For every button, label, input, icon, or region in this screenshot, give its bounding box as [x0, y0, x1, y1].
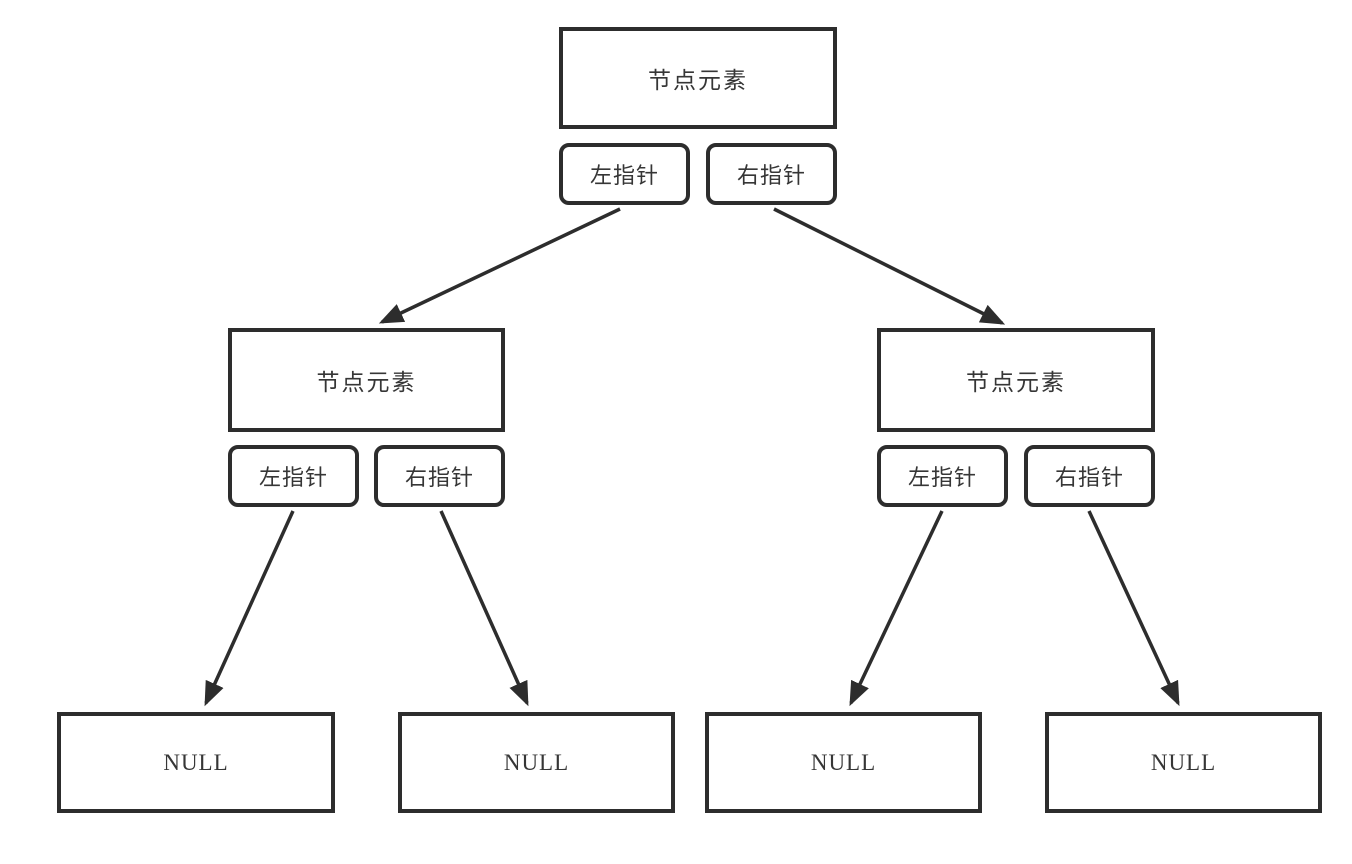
- right-child-right-pointer-label: 右指针: [1054, 465, 1124, 490]
- null-leaf-1-label: NULL: [163, 749, 229, 775]
- null-leaf-4: NULL: [1045, 712, 1322, 813]
- root-left-pointer-label: 左指针: [589, 163, 659, 188]
- root-node-label: 节点元素: [648, 68, 748, 93]
- left-child-node: 节点元素 左指针 右指针: [228, 328, 505, 507]
- right-child-pointer-row: 左指针 右指针: [877, 445, 1155, 507]
- right-child-right-pointer-box: 右指针: [1024, 445, 1155, 507]
- root-node: 节点元素 左指针 右指针: [559, 27, 837, 205]
- null-leaf-2: NULL: [398, 712, 675, 813]
- left-child-left-pointer-box: 左指针: [228, 445, 359, 507]
- root-node-box: 节点元素: [559, 27, 837, 129]
- null-leaf-3: NULL: [705, 712, 982, 813]
- root-pointer-row: 左指针 右指针: [559, 143, 837, 205]
- left-child-right-pointer-box: 右指针: [374, 445, 505, 507]
- right-child-node: 节点元素 左指针 右指针: [877, 328, 1155, 507]
- root-right-pointer-label: 右指针: [736, 163, 806, 188]
- arrow-root-right: [773, 207, 1006, 325]
- right-child-left-pointer-label: 左指针: [907, 465, 977, 490]
- right-child-node-box: 节点元素: [877, 328, 1155, 432]
- right-child-left-pointer-box: 左指针: [877, 445, 1008, 507]
- null-leaf-1: NULL: [57, 712, 335, 813]
- left-child-pointer-row: 左指针 右指针: [228, 445, 505, 507]
- root-right-pointer-box: 右指针: [706, 143, 837, 205]
- null-leaf-2-label: NULL: [503, 749, 570, 775]
- left-child-node-box: 节点元素: [228, 328, 505, 432]
- null-leaf-4-label: NULL: [1150, 749, 1217, 775]
- arrow-left-child-left: [204, 510, 295, 707]
- left-child-left-pointer-label: 左指针: [258, 465, 328, 490]
- left-child-right-pointer-label: 右指针: [404, 465, 474, 490]
- right-child-node-label: 节点元素: [966, 370, 1066, 395]
- arrow-right-child-left: [849, 510, 944, 707]
- root-left-pointer-box: 左指针: [559, 143, 690, 205]
- arrow-left-child-right: [439, 510, 529, 707]
- arrow-right-child-right: [1087, 510, 1180, 707]
- left-child-node-label: 节点元素: [316, 370, 417, 395]
- null-leaf-3-label: NULL: [810, 749, 877, 775]
- arrow-root-left: [378, 207, 621, 324]
